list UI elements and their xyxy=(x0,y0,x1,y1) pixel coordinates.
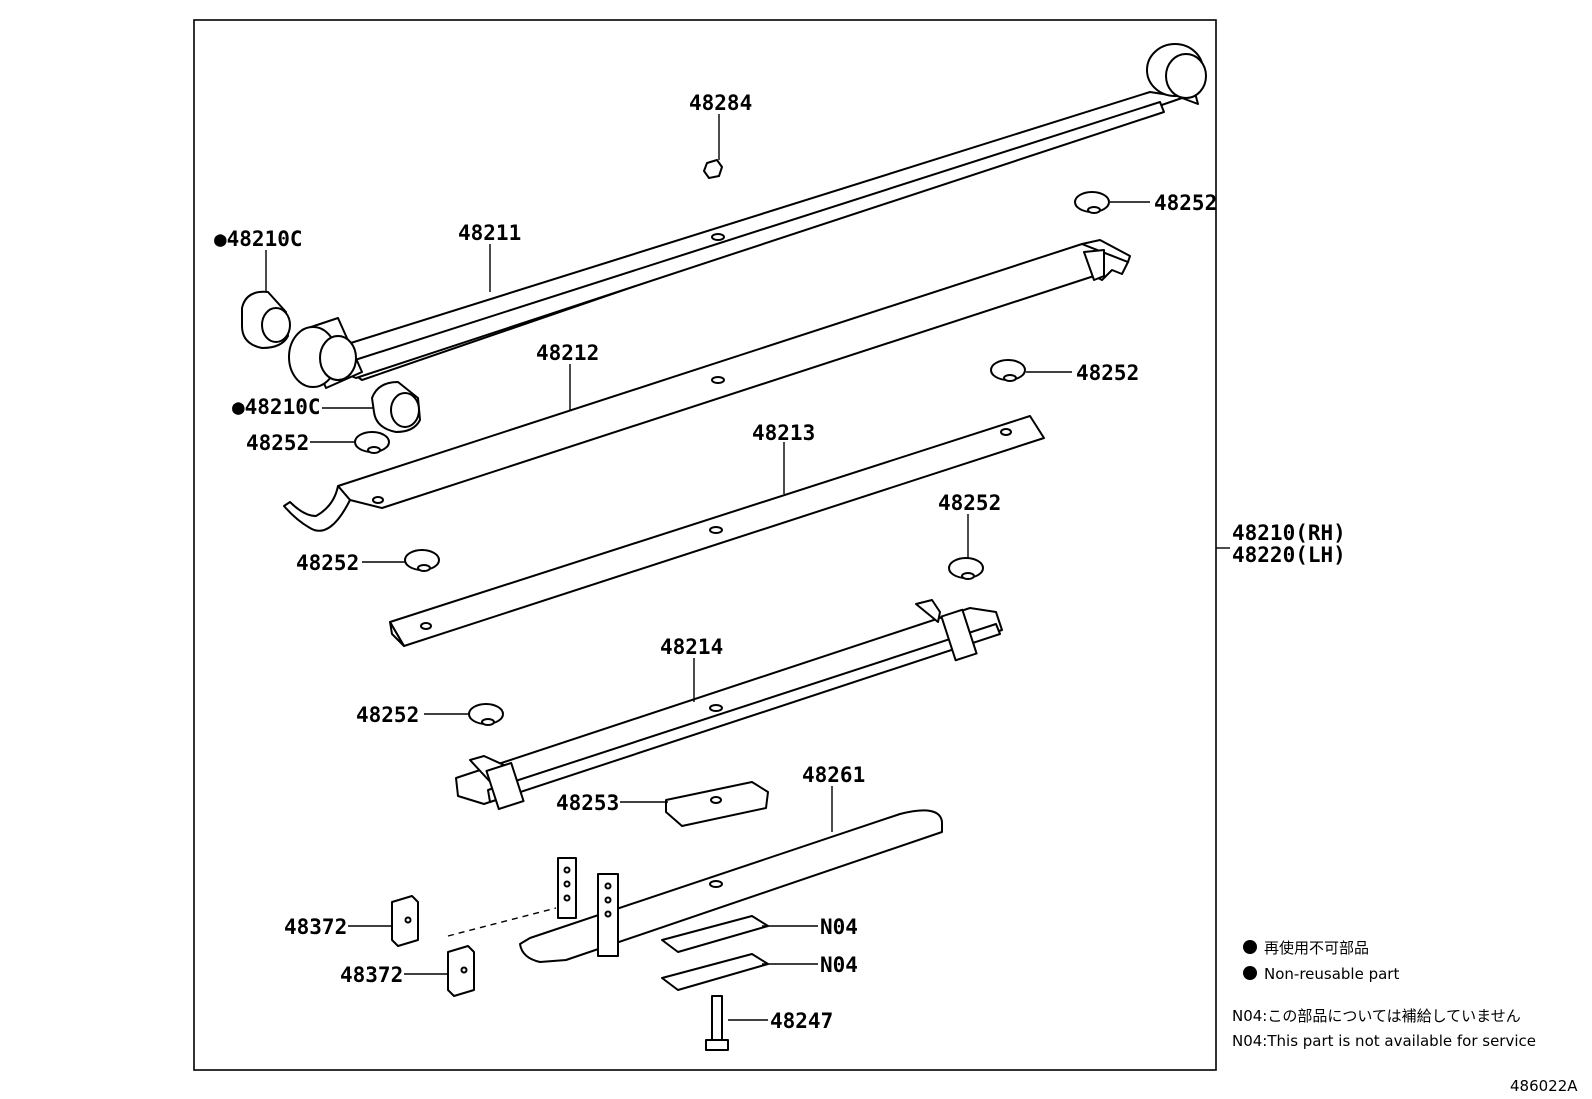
bolt-48247[interactable] xyxy=(705,995,729,1051)
leaf-48213[interactable] xyxy=(389,415,1045,647)
legend-non-reusable-en: Non-reusable part xyxy=(1264,965,1399,983)
non-reusable-bullet-icon xyxy=(1243,940,1257,954)
label-48284: 48284 xyxy=(689,91,752,115)
label-48210c-bottom: ●48210C xyxy=(232,395,321,419)
pad-48252-c[interactable] xyxy=(354,431,390,454)
label-48252-a: 48252 xyxy=(1154,191,1217,215)
leaf-48261[interactable] xyxy=(519,809,943,963)
bushing-48210c-top[interactable] xyxy=(241,290,291,349)
label-48210c-top: ●48210C xyxy=(214,227,303,251)
label-48252-d: 48252 xyxy=(296,551,359,575)
leaf-48214[interactable] xyxy=(455,599,1003,811)
legend-non-reusable-jp: 再使用不可部品 xyxy=(1264,939,1369,957)
note-n04-en: N04:This part is not available for servi… xyxy=(1232,1032,1536,1050)
plate-n04-b[interactable] xyxy=(661,953,769,991)
label-48252-e: 48252 xyxy=(938,491,1001,515)
label-48211: 48211 xyxy=(458,221,521,245)
label-48212: 48212 xyxy=(536,341,599,365)
label-assembly-rh: 48210(RH) xyxy=(1232,521,1346,545)
label-48252-f: 48252 xyxy=(356,703,419,727)
label-n04-b: N04 xyxy=(820,953,858,977)
label-48372-b: 48372 xyxy=(340,963,403,987)
pad-48252-b[interactable] xyxy=(990,359,1026,382)
clip-48372-b[interactable] xyxy=(447,945,475,997)
pad-48252-f[interactable] xyxy=(468,703,504,726)
label-48252-c: 48252 xyxy=(246,431,309,455)
leaf-48211[interactable] xyxy=(288,43,1207,389)
label-n04-a: N04 xyxy=(820,915,858,939)
diagram-id: 486022A xyxy=(1510,1077,1578,1095)
pad-48252-e[interactable] xyxy=(948,557,984,580)
note-n04-jp: N04:この部品については補給していません xyxy=(1232,1007,1521,1025)
leaf-48212[interactable] xyxy=(283,239,1131,532)
label-48372-a: 48372 xyxy=(284,915,347,939)
label-assembly-lh: 48220(LH) xyxy=(1232,543,1346,567)
label-48214: 48214 xyxy=(660,635,723,659)
label-48261: 48261 xyxy=(802,763,865,787)
pad-48252-d[interactable] xyxy=(404,549,440,572)
pad-48252-a[interactable] xyxy=(1074,191,1110,214)
diagram-frame xyxy=(193,19,1217,1071)
label-48213: 48213 xyxy=(752,421,815,445)
label-48252-b: 48252 xyxy=(1076,361,1139,385)
clip-48372-a[interactable] xyxy=(391,895,419,947)
label-48247: 48247 xyxy=(770,1009,833,1033)
non-reusable-bullet-icon xyxy=(1243,966,1257,980)
label-48253: 48253 xyxy=(556,791,619,815)
bushing-48210c-bottom[interactable] xyxy=(371,381,421,433)
nut-48284[interactable] xyxy=(703,159,723,179)
spacer-48253[interactable] xyxy=(665,781,769,827)
